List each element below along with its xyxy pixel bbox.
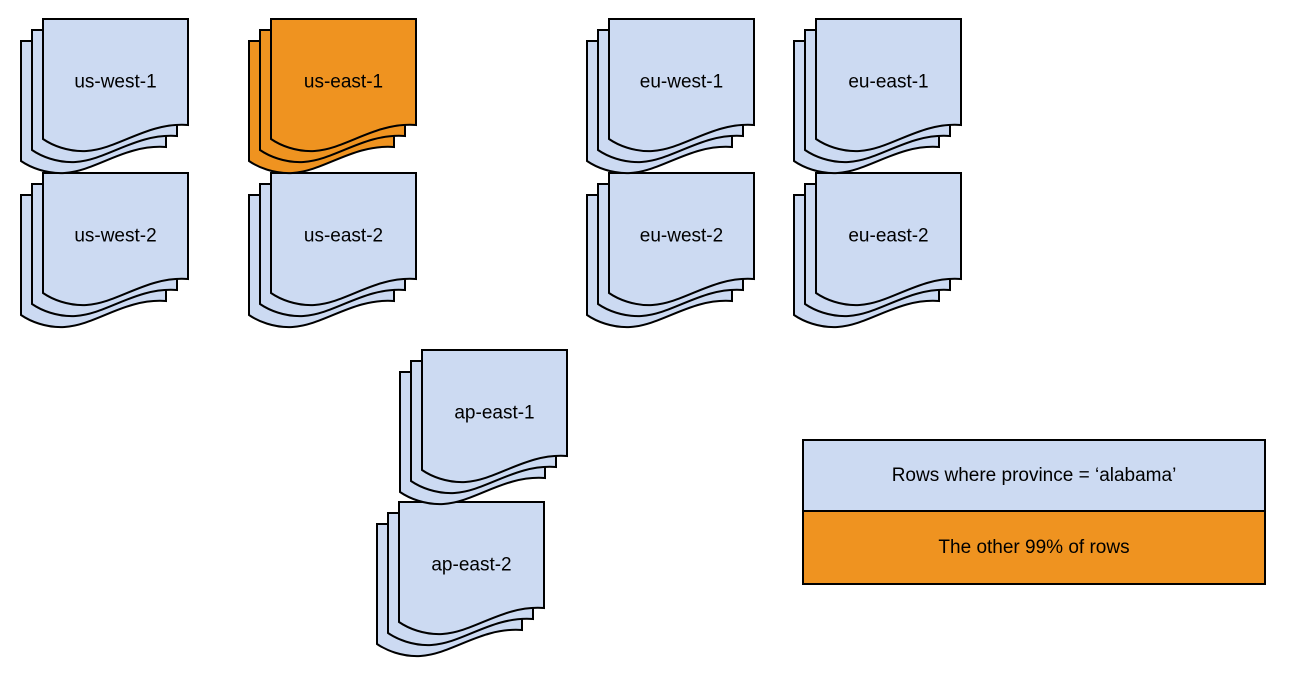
legend-label-blue: Rows where province = ‘alabama’ (891, 464, 1177, 486)
stack-graphic: ap-east-1 (398, 348, 571, 512)
region-stack-us-west-2[interactable]: us-west-2 (19, 171, 239, 331)
region-stack-eu-east-1[interactable]: eu-east-1 (792, 17, 1012, 177)
region-stack-eu-west-2[interactable]: eu-west-2 (585, 171, 805, 331)
region-stack-label: eu-east-2 (848, 226, 928, 247)
document-front (609, 19, 754, 151)
stack-graphic: us-east-1 (247, 17, 420, 181)
document-front (43, 19, 188, 151)
document-front (816, 173, 961, 305)
document-front (609, 173, 754, 305)
region-stack-label: eu-west-2 (640, 226, 723, 247)
stack-graphic: us-west-1 (19, 17, 192, 181)
region-stack-label: us-west-2 (74, 226, 156, 247)
stack-graphic: eu-east-1 (792, 17, 965, 181)
stack-graphic: eu-east-2 (792, 171, 965, 335)
region-stack-us-west-1[interactable]: us-west-1 (19, 17, 239, 177)
region-stack-ap-east-1[interactable]: ap-east-1 (398, 348, 618, 508)
legend-row-orange: The other 99% of rows (804, 512, 1264, 583)
region-stack-label: eu-west-1 (640, 72, 723, 93)
document-front (43, 173, 188, 305)
document-front (271, 19, 416, 151)
region-stack-label: ap-east-1 (454, 403, 534, 424)
legend: Rows where province = ‘alabama’ The othe… (802, 439, 1266, 585)
region-stack-ap-east-2[interactable]: ap-east-2 (375, 500, 595, 660)
region-stack-us-east-2[interactable]: us-east-2 (247, 171, 467, 331)
document-front (271, 173, 416, 305)
stack-graphic: eu-west-2 (585, 171, 758, 335)
region-stack-us-east-1[interactable]: us-east-1 (247, 17, 467, 177)
region-stack-label: us-west-1 (74, 72, 156, 93)
stack-graphic: us-east-2 (247, 171, 420, 335)
stack-graphic: eu-west-1 (585, 17, 758, 181)
document-front (422, 350, 567, 482)
region-stack-eu-west-1[interactable]: eu-west-1 (585, 17, 805, 177)
legend-label-orange: The other 99% of rows (938, 536, 1130, 558)
region-stack-label: us-east-1 (304, 72, 383, 93)
stack-graphic: ap-east-2 (375, 500, 548, 664)
legend-row-blue: Rows where province = ‘alabama’ (804, 441, 1264, 512)
region-stack-eu-east-2[interactable]: eu-east-2 (792, 171, 1012, 331)
region-stack-label: us-east-2 (304, 226, 383, 247)
document-front (399, 502, 544, 634)
stack-graphic: us-west-2 (19, 171, 192, 335)
region-stack-label: ap-east-2 (431, 555, 511, 576)
document-front (816, 19, 961, 151)
region-stack-label: eu-east-1 (848, 72, 928, 93)
